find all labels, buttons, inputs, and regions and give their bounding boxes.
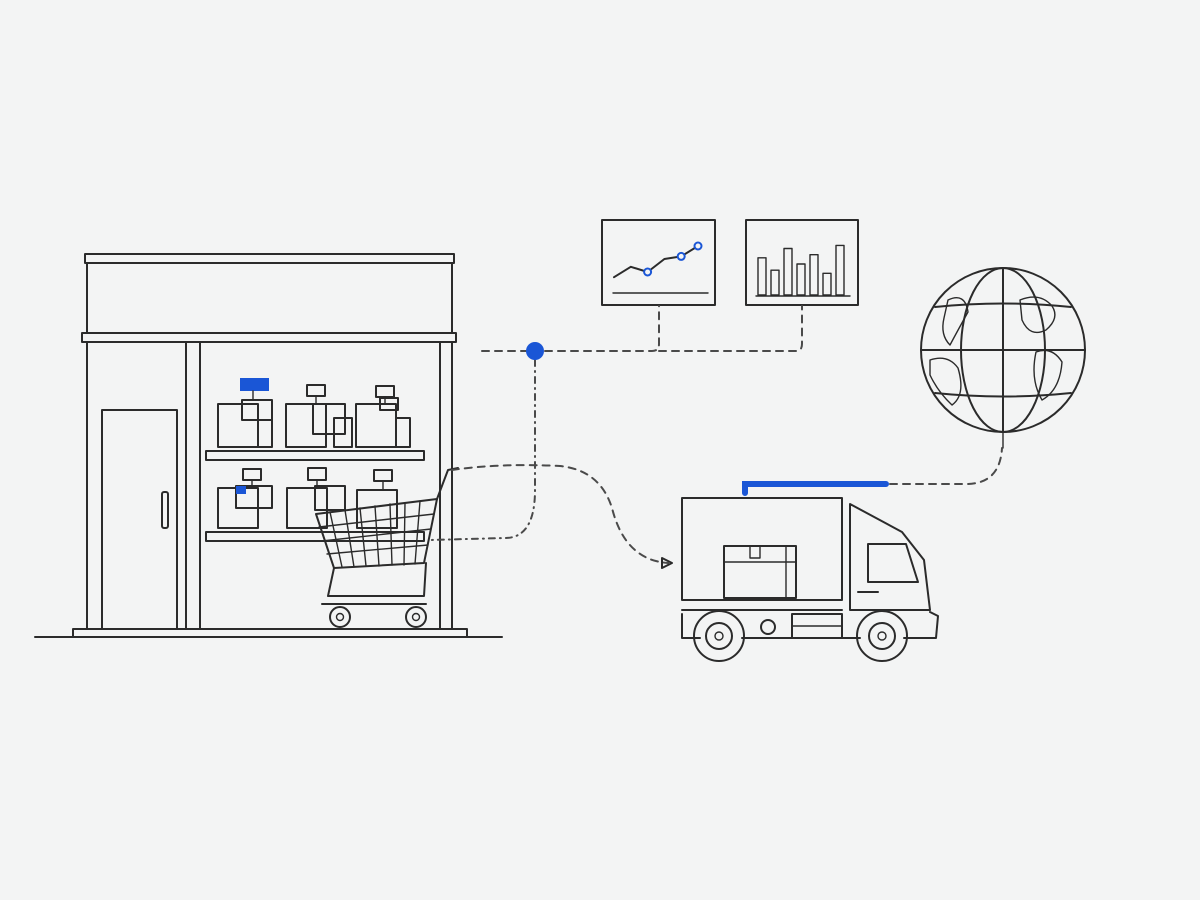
bar-chart-bar	[835, 244, 845, 296]
connector-lines	[429, 305, 1003, 569]
shopping-cart-icon	[315, 467, 459, 628]
bar-chart-bar	[796, 263, 806, 296]
shelf-products-upper	[217, 378, 411, 448]
bar-chart-bar	[822, 272, 832, 296]
price-tag-icon	[240, 378, 269, 391]
bar-chart-bar	[809, 253, 819, 296]
delivery-truck-icon	[681, 481, 939, 662]
bar-chart-bar	[770, 269, 780, 296]
line-chart-point	[693, 241, 703, 251]
bar-chart-icon	[745, 219, 859, 306]
globe-icon	[920, 267, 1086, 449]
network-node-icon	[526, 342, 544, 360]
bar-chart-bar	[783, 247, 793, 296]
bar-chart-bar	[757, 257, 767, 296]
shelf-products-lower	[217, 467, 398, 529]
line-chart-icon	[601, 219, 716, 306]
line-chart-point	[643, 267, 653, 277]
line-chart-point	[676, 251, 686, 261]
storefront-icon	[34, 253, 503, 638]
